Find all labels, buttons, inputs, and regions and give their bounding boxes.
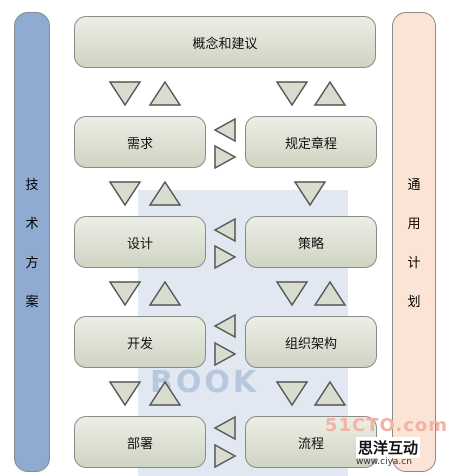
up-arrow-icon — [148, 80, 182, 106]
up-arrow-icon — [313, 280, 347, 306]
technical-plan-column: 技 术 方 案 — [14, 12, 50, 472]
brand-name: 思洋互动 — [356, 437, 421, 458]
down-arrow-icon — [108, 81, 142, 107]
concept-proposal-box: 概念和建议 — [74, 16, 376, 68]
general-plan-column: 通 用 计 划 — [392, 12, 436, 472]
charter-box: 规定章程 — [245, 116, 377, 168]
down-arrow-icon — [275, 381, 309, 407]
brand-url: www.ciya.cn — [356, 457, 412, 467]
down-arrow-icon — [275, 81, 309, 107]
requirements-box: 需求 — [74, 116, 206, 168]
design-box: 设计 — [74, 216, 206, 268]
left-arrow-icon — [213, 313, 236, 339]
right-arrow-icon — [214, 144, 237, 170]
down-arrow-icon — [293, 181, 327, 207]
general-plan-char-3: 计 — [407, 256, 421, 271]
up-arrow-icon — [148, 280, 182, 306]
down-arrow-icon — [108, 381, 142, 407]
right-arrow-icon — [214, 244, 237, 270]
up-arrow-icon — [313, 380, 347, 406]
technical-plan-char-2: 术 — [25, 217, 39, 232]
up-arrow-icon — [148, 380, 182, 406]
strategy-box: 策略 — [245, 216, 377, 268]
deployment-box: 部署 — [74, 416, 206, 468]
development-box: 开发 — [74, 316, 206, 368]
general-plan-char-1: 通 — [407, 178, 421, 193]
up-arrow-icon — [313, 80, 347, 106]
brand-watermark: 51CTO.com 思洋互动 www.ciya.cn — [320, 415, 452, 471]
up-arrow-icon — [148, 180, 182, 206]
technical-plan-char-4: 案 — [25, 295, 39, 310]
down-arrow-icon — [108, 181, 142, 207]
technical-plan-char-3: 方 — [25, 256, 39, 271]
process-box: 流程 — [245, 416, 377, 468]
down-arrow-icon — [108, 281, 142, 307]
technical-plan-char-1: 技 — [25, 178, 39, 193]
brand-site-logo: 51CTO.com — [324, 415, 448, 436]
general-plan-char-4: 划 — [407, 295, 421, 310]
down-arrow-icon — [275, 281, 309, 307]
general-plan-char-2: 用 — [407, 217, 421, 232]
right-arrow-icon — [214, 341, 237, 367]
left-arrow-icon — [213, 415, 236, 441]
left-arrow-icon — [213, 217, 236, 243]
left-arrow-icon — [213, 117, 236, 143]
right-arrow-icon — [214, 443, 237, 469]
org-structure-box: 组织架构 — [245, 316, 377, 368]
